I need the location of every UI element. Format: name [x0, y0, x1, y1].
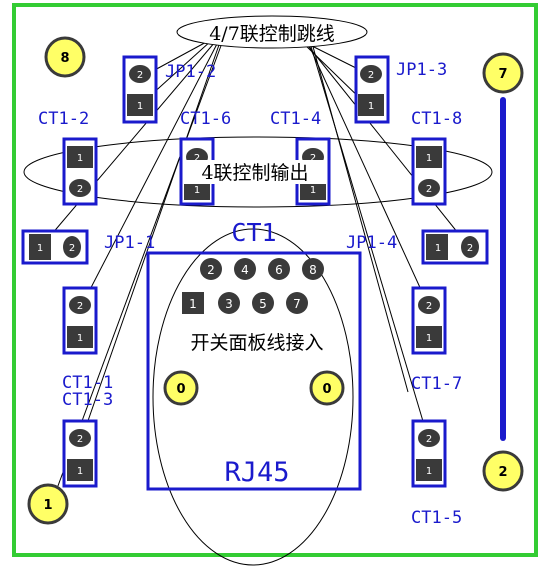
connector-jp1-4: 1 2 — [421, 229, 489, 265]
mount-pad-label: 2 — [498, 465, 507, 480]
pin-label: 2 — [426, 184, 432, 195]
pin-label: 2 — [467, 243, 473, 254]
label-ct1-7: CT1-7 — [411, 374, 462, 394]
rj45-pin: 2 — [207, 263, 215, 277]
board-outline — [12, 3, 538, 557]
label-jp1-4: JP1-4 — [346, 233, 397, 253]
rj45-pin: 6 — [275, 263, 283, 277]
pin-label: 2 — [77, 301, 83, 312]
pin-label: 1 — [137, 101, 143, 112]
rj45-mount-holes: 0 0 — [163, 370, 345, 406]
pin-label: 1 — [435, 243, 441, 254]
connector-jp1-3: 2 1 — [354, 55, 390, 124]
connector-ct1-1: 2 1 — [62, 286, 98, 355]
label-jp1-1: JP1-1 — [104, 233, 155, 253]
pin-label: 2 — [137, 70, 143, 81]
rj45-pin: 7 — [293, 297, 301, 311]
leader-lines — [39, 39, 471, 503]
connector-ct1-7: 2 1 — [411, 286, 447, 355]
label-ct1-1: CT1-1 — [62, 373, 113, 393]
pin-label: 2 — [368, 70, 374, 81]
pin-label: 1 — [77, 333, 83, 344]
label-ct1-8: CT1-8 — [411, 109, 462, 129]
rj45-pin: 8 — [309, 263, 317, 277]
label-ct1-3: CT1-3 — [62, 390, 113, 410]
connector-ct1-5: 2 1 — [411, 419, 447, 488]
pin-label: 1 — [426, 466, 432, 477]
corner-pads: 8 7 1 2 — [27, 36, 524, 525]
connector-jp1-1: 1 2 — [21, 229, 89, 265]
pin-label: 1 — [37, 243, 43, 254]
pin-label: 2 — [77, 184, 83, 195]
pin-label: 2 — [310, 153, 316, 164]
output-link-ellipse — [23, 136, 493, 208]
connector-ct1-8: 1 2 — [411, 137, 447, 206]
pin-label: 2 — [77, 434, 83, 445]
label-ct1-4: CT1-4 — [270, 109, 321, 129]
label-ct1: CT1 — [231, 218, 276, 247]
pin-label: 1 — [77, 153, 83, 164]
pin-label: 2 — [426, 301, 432, 312]
rj45-pin: 1 — [189, 297, 197, 311]
pin-label: 1 — [194, 185, 200, 196]
rj45-pin: 4 — [241, 263, 249, 277]
pin-label: 1 — [368, 101, 374, 112]
connector-ct1-2: 1 2 — [62, 137, 98, 206]
mount-pad-label: 7 — [498, 67, 507, 82]
output-link-label-bg — [184, 160, 326, 184]
connector-ct1-3: 2 1 — [62, 419, 98, 488]
rj45-pin: 3 — [225, 297, 233, 311]
rj45-outline — [146, 251, 362, 491]
mount-pad-label: 1 — [43, 498, 52, 513]
rj45-pins-bottom: 1 3 5 7 — [182, 292, 308, 314]
jumper-link-label: 4/7联控制跳线 — [209, 23, 335, 45]
label-jp1-3: JP1-3 — [396, 60, 447, 80]
pin-label: 1 — [77, 466, 83, 477]
pin-label: 2 — [69, 243, 75, 254]
jumper-link-ellipse — [176, 15, 368, 49]
label-rj45: RJ45 — [224, 457, 289, 488]
panel-input-ellipse — [152, 228, 354, 566]
label-ct1-2: CT1-2 — [38, 109, 89, 129]
panel-input-label: 开关面板线接入 — [190, 332, 323, 354]
pin-label: 2 — [194, 153, 200, 164]
mount-pad-label: 8 — [60, 51, 69, 66]
pin-label: 1 — [426, 153, 432, 164]
mount-pad-label: 0 — [176, 382, 185, 397]
rj45-pin: 5 — [259, 297, 267, 311]
connector-jp1-2: 2 1 — [122, 55, 158, 124]
output-link-label: 4联控制输出 — [201, 162, 308, 184]
label-ct1-5: CT1-5 — [411, 508, 462, 528]
mount-pad-label: 0 — [322, 382, 331, 397]
pin-label: 1 — [310, 185, 316, 196]
label-jp1-2: JP1-2 — [165, 62, 216, 82]
pin-label: 2 — [426, 434, 432, 445]
rj45-pins-top: 2 4 6 8 — [200, 258, 324, 280]
pin-label: 1 — [426, 333, 432, 344]
label-ct1-6: CT1-6 — [180, 109, 231, 129]
